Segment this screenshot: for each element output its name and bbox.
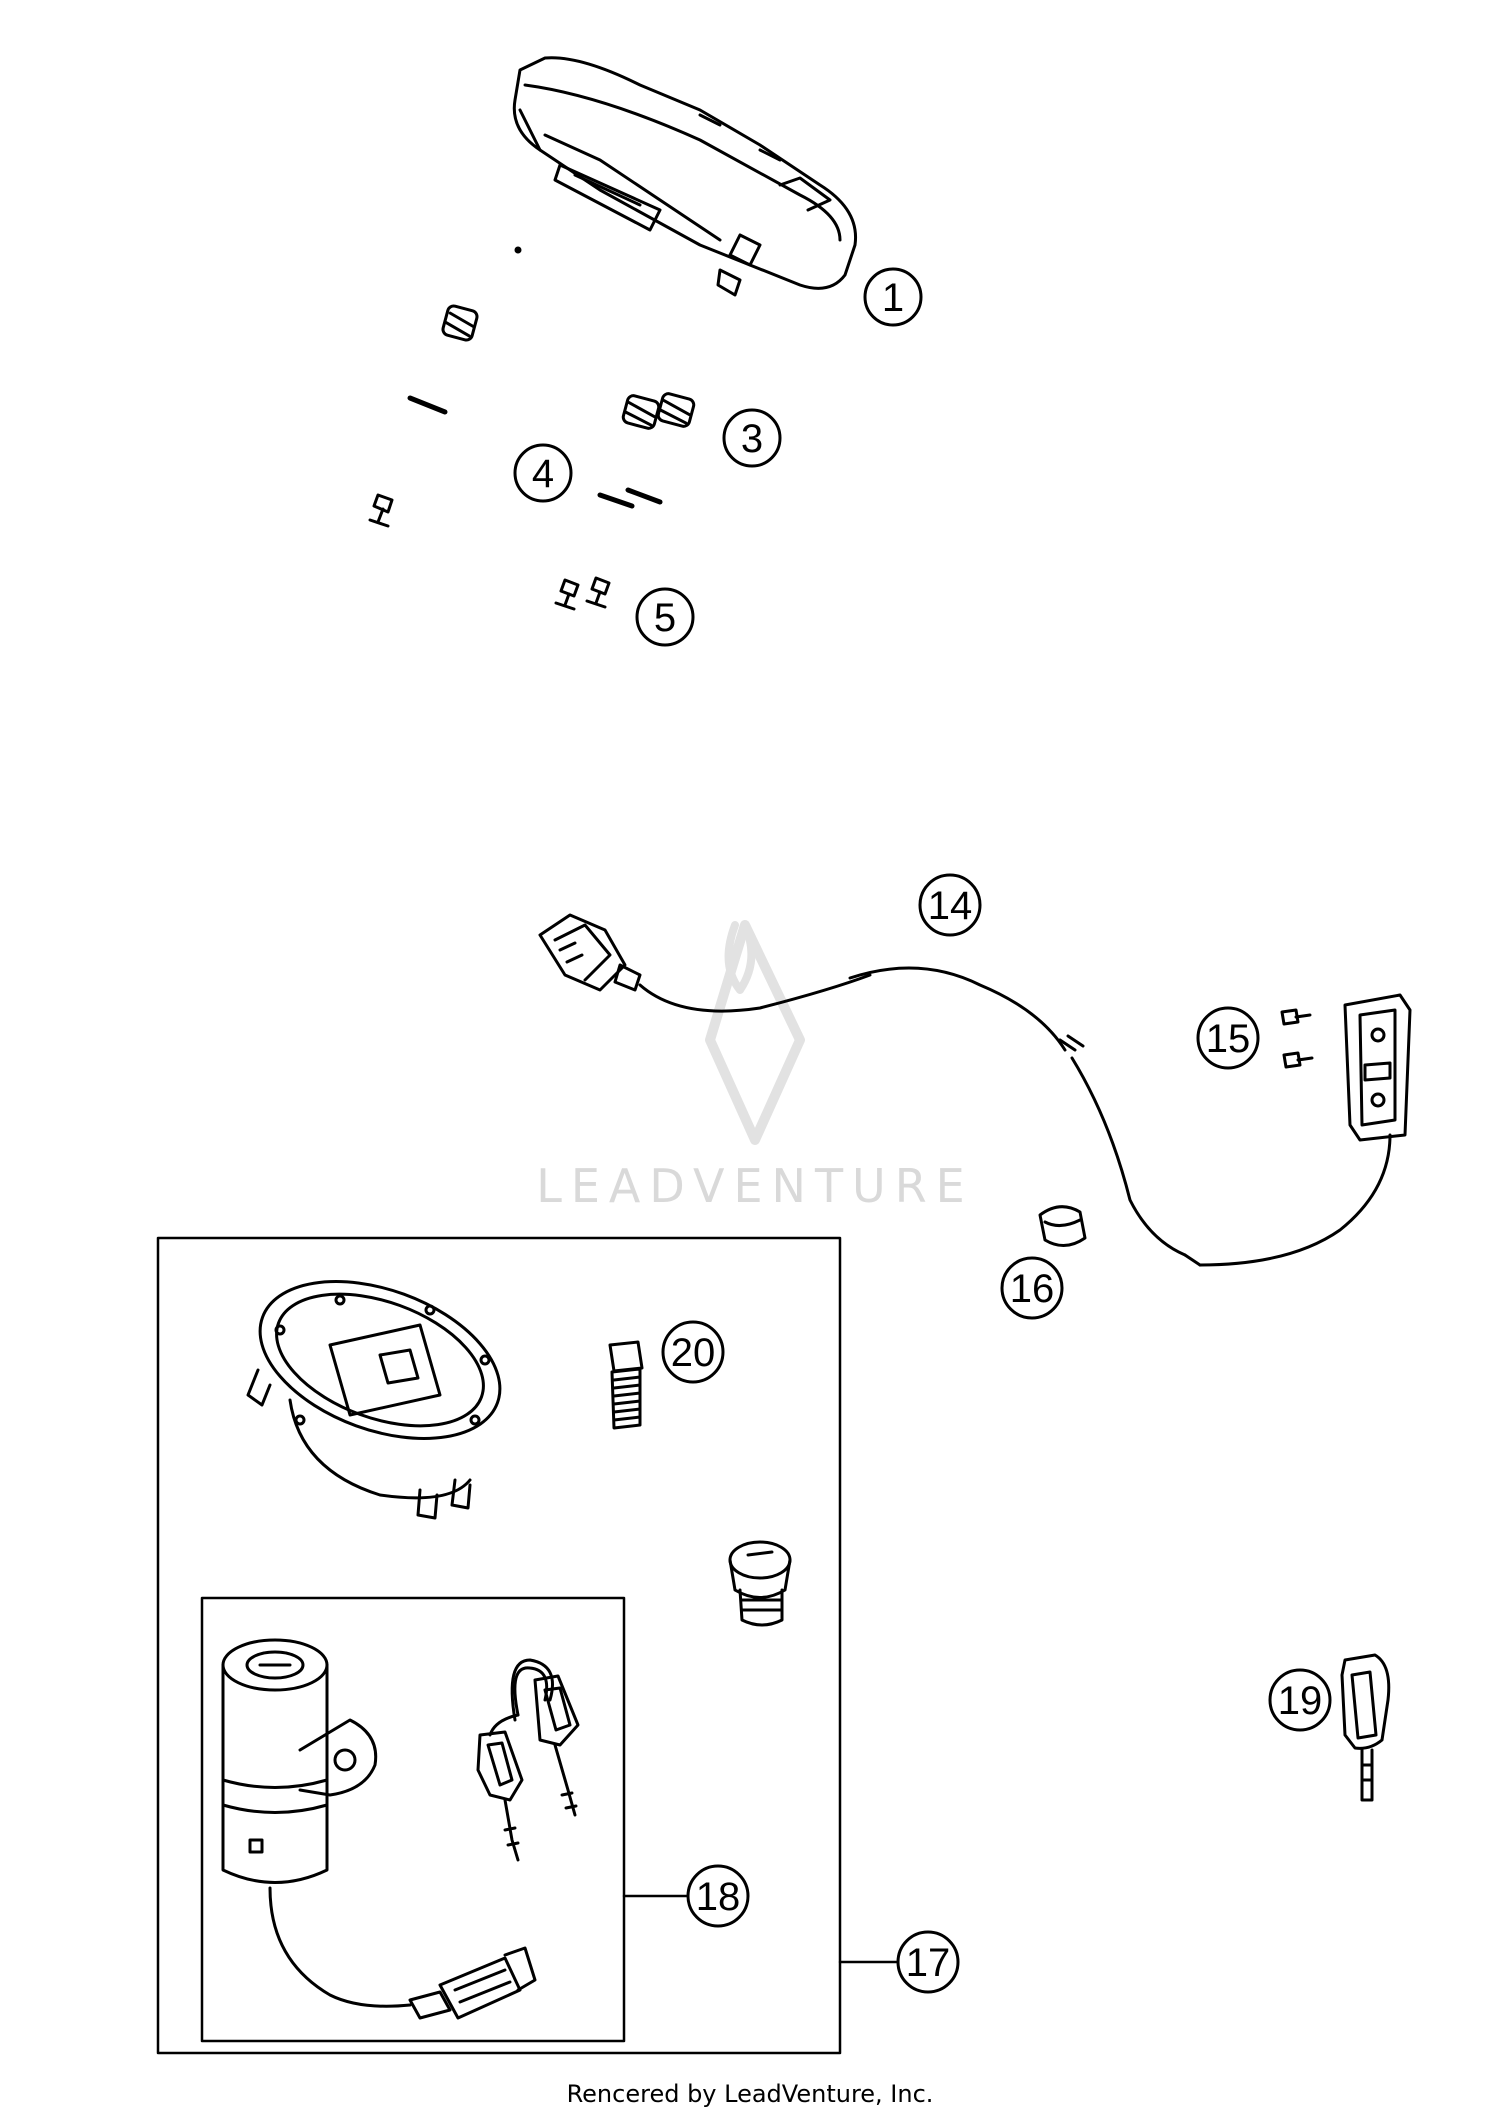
part-18-ignition-box (200, 1596, 626, 2043)
callout-20-label: 20 (671, 1331, 716, 1375)
callout-1-label: 1 (882, 276, 904, 320)
callout-17-label: 17 (906, 1941, 951, 1985)
fuel-tank-cap (246, 1280, 502, 1520)
leader-lines (622, 1894, 900, 1964)
part-16-cable-clip (1038, 1205, 1087, 1247)
part-20-bolt (608, 1340, 644, 1430)
callout-3-label: 3 (741, 417, 763, 461)
part-4-sleeves (407, 395, 663, 509)
callout-18-label: 18 (696, 1875, 741, 1919)
callout-4-label: 4 (532, 452, 554, 496)
callout-16: 16 (1000, 1256, 1064, 1320)
callout-5: 5 (635, 587, 695, 647)
ignition-keys (476, 1658, 580, 1862)
lock-insert (728, 1540, 792, 1627)
part-19-key (1340, 1653, 1391, 1802)
callout-1: 1 (863, 267, 923, 327)
part-14-sensor-cable (538, 913, 1392, 1267)
callout-18: 18 (686, 1864, 750, 1928)
callout-16-label: 16 (1010, 1267, 1055, 1311)
part-15-sensor (1280, 993, 1412, 1142)
part-3-grommets (441, 304, 696, 430)
callout-3: 3 (722, 408, 782, 468)
callout-14: 14 (918, 873, 982, 937)
footer-credit: Rencered by LeadVenture, Inc. (566, 2080, 934, 2108)
callout-15: 15 (1196, 1006, 1260, 1070)
callout-17: 17 (896, 1930, 960, 1994)
callouts: 1 3 4 5 14 15 16 20 (513, 267, 1332, 1994)
callout-15-label: 15 (1206, 1017, 1251, 1061)
part-1-instrument-cluster (512, 56, 858, 297)
part-5-screws (368, 246, 611, 611)
part-17-kit-box (156, 1236, 842, 2055)
callout-20: 20 (661, 1320, 725, 1384)
ignition-lock-cylinder (221, 1638, 537, 2020)
callout-5-label: 5 (654, 596, 676, 640)
callout-14-label: 14 (928, 884, 973, 928)
callout-4: 4 (513, 443, 573, 503)
watermark-text: LEADVENTURE (536, 1159, 974, 1213)
callout-19: 19 (1268, 1668, 1332, 1732)
callout-19-label: 19 (1278, 1679, 1323, 1723)
